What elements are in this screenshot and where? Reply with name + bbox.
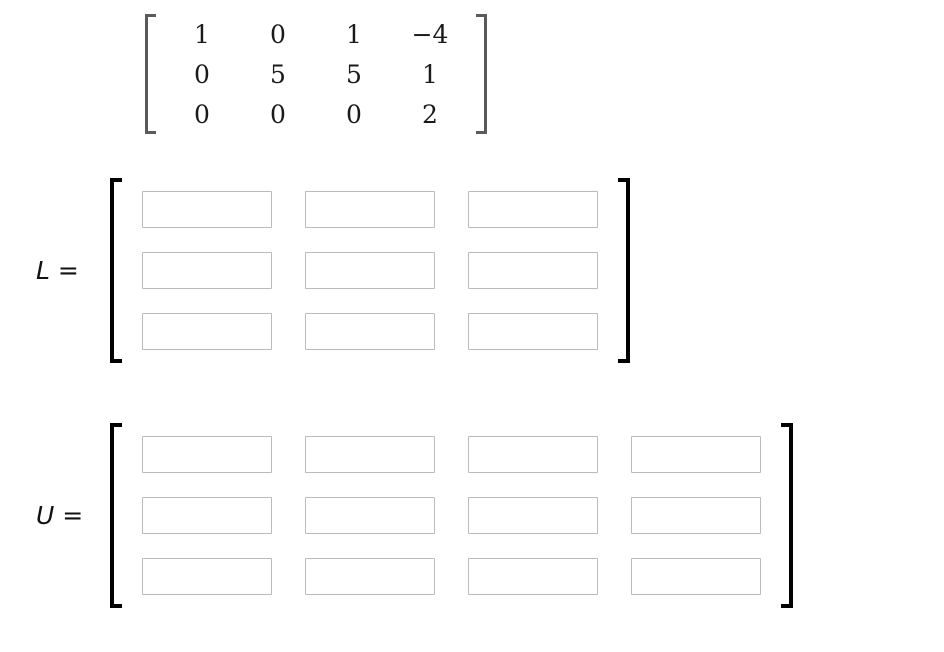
bracket-stem bbox=[789, 423, 793, 608]
u-input-r2c2[interactable] bbox=[305, 497, 435, 534]
l-matrix-left-bracket bbox=[110, 178, 124, 363]
given-cell-r3c3: 0 bbox=[346, 99, 362, 129]
bracket-serif-bottom bbox=[110, 359, 122, 363]
l-input-r3c3[interactable] bbox=[468, 313, 598, 350]
l-input-r2c2[interactable] bbox=[305, 252, 435, 289]
u-matrix-input-grid bbox=[124, 423, 779, 608]
bracket-stem bbox=[110, 178, 114, 363]
given-matrix-right-bracket bbox=[474, 14, 487, 134]
bracket-serif-top bbox=[145, 14, 156, 17]
given-cell-r2c3: 5 bbox=[346, 59, 362, 89]
u-input-r3c2[interactable] bbox=[305, 558, 435, 595]
u-input-r1c4[interactable] bbox=[631, 436, 761, 473]
u-matrix-right-bracket bbox=[779, 423, 793, 608]
l-input-r3c2[interactable] bbox=[305, 313, 435, 350]
given-cell-r2c1: 0 bbox=[194, 59, 210, 89]
l-matrix-input-grid bbox=[124, 178, 616, 363]
l-matrix-wrap bbox=[110, 178, 630, 363]
given-matrix-left-bracket bbox=[145, 14, 158, 134]
bracket-serif-top bbox=[476, 14, 487, 17]
bracket-serif-top bbox=[110, 423, 122, 427]
given-matrix: 1 0 1 −4 0 5 5 1 0 0 0 2 bbox=[145, 14, 487, 134]
bracket-serif-top bbox=[110, 178, 122, 182]
bracket-serif-bottom bbox=[476, 131, 487, 134]
given-cell-r2c2: 5 bbox=[270, 59, 286, 89]
l-input-r2c1[interactable] bbox=[142, 252, 272, 289]
bracket-serif-bottom bbox=[145, 131, 156, 134]
u-input-r2c4[interactable] bbox=[631, 497, 761, 534]
bracket-stem bbox=[626, 178, 630, 363]
answer-block-l: L = bbox=[36, 178, 630, 363]
answer-block-u: U = bbox=[36, 423, 793, 608]
l-input-r3c1[interactable] bbox=[142, 313, 272, 350]
given-cell-r3c1: 0 bbox=[194, 99, 210, 129]
l-matrix-right-bracket bbox=[616, 178, 630, 363]
l-input-r1c2[interactable] bbox=[305, 191, 435, 228]
bracket-serif-bottom bbox=[618, 359, 630, 363]
u-input-r3c3[interactable] bbox=[468, 558, 598, 595]
u-input-r3c4[interactable] bbox=[631, 558, 761, 595]
u-input-r1c3[interactable] bbox=[468, 436, 598, 473]
given-cell-r1c1: 1 bbox=[194, 19, 210, 49]
bracket-serif-bottom bbox=[781, 604, 793, 608]
u-input-r2c3[interactable] bbox=[468, 497, 598, 534]
u-matrix-wrap bbox=[110, 423, 793, 608]
u-input-r1c2[interactable] bbox=[305, 436, 435, 473]
given-cell-r1c3: 1 bbox=[346, 19, 362, 49]
u-input-r1c1[interactable] bbox=[142, 436, 272, 473]
bracket-serif-top bbox=[781, 423, 793, 427]
bracket-stem bbox=[110, 423, 114, 608]
bracket-serif-top bbox=[618, 178, 630, 182]
matrix-label-l: L = bbox=[36, 256, 79, 285]
given-cell-r3c2: 0 bbox=[270, 99, 286, 129]
given-cell-r3c4: 2 bbox=[422, 99, 438, 129]
given-cell-r1c2: 0 bbox=[270, 19, 286, 49]
bracket-serif-bottom bbox=[110, 604, 122, 608]
l-input-r1c3[interactable] bbox=[468, 191, 598, 228]
matrix-label-u: U = bbox=[36, 501, 84, 530]
u-input-r2c1[interactable] bbox=[142, 497, 272, 534]
l-input-r1c1[interactable] bbox=[142, 191, 272, 228]
given-cell-r1c4: −4 bbox=[411, 19, 449, 49]
given-matrix-grid: 1 0 1 −4 0 5 5 1 0 0 0 2 bbox=[158, 14, 474, 134]
given-cell-r2c4: 1 bbox=[422, 59, 438, 89]
l-input-r2c3[interactable] bbox=[468, 252, 598, 289]
u-matrix-left-bracket bbox=[110, 423, 124, 608]
u-input-r3c1[interactable] bbox=[142, 558, 272, 595]
